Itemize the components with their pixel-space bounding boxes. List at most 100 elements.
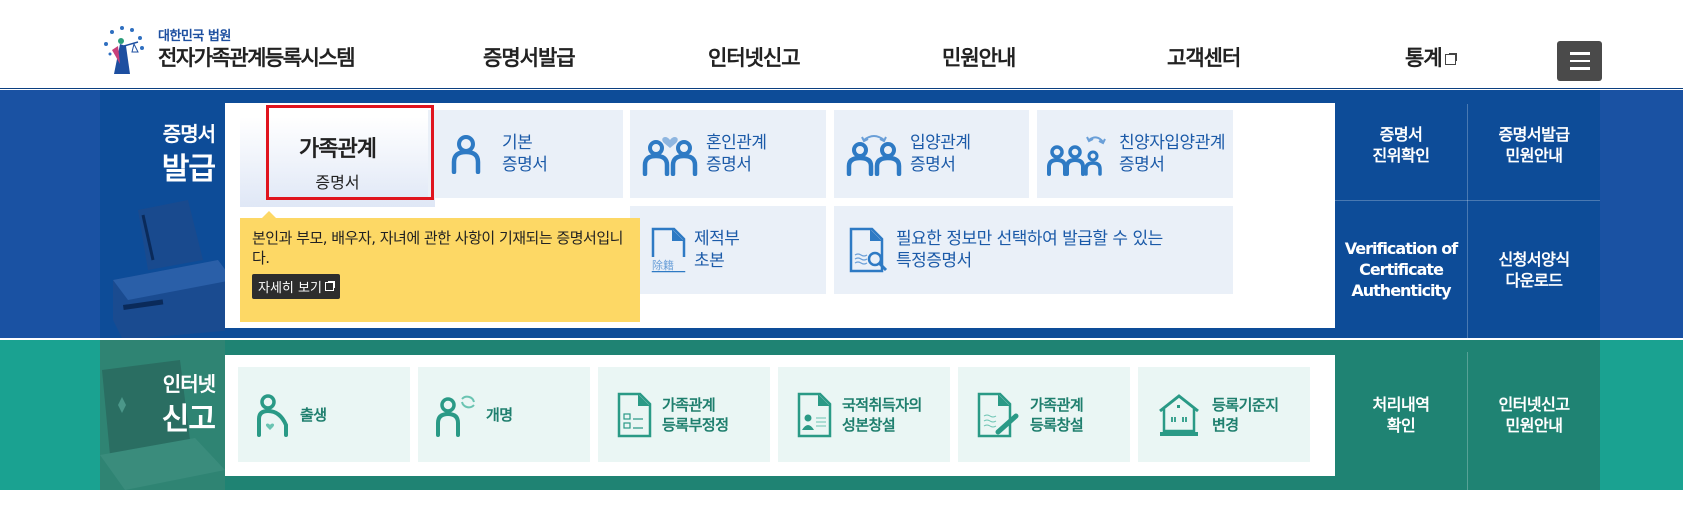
laptop-illustration-icon [100,360,225,490]
external-link-icon [1444,52,1457,65]
card-line2: 증명서 [1119,155,1165,175]
id-document-icon [797,392,832,437]
certificate-tooltip: 본인과 부모, 배우자, 자녀에 관한 사항이 기재되는 증명서입니다. 자세히… [240,211,640,322]
birth-icon [257,393,288,437]
button-line1: 처리내역 [1372,395,1430,414]
card-line1: 입양관계 [910,133,971,153]
card-line1: 가족관계 [1030,395,1084,414]
nav-certificate-issuance[interactable]: 증명서발급 [483,46,576,70]
checklist-document-icon [617,392,652,437]
button-line2: 다운로드 [1505,270,1563,290]
divider [1335,200,1600,201]
document-search-icon [849,227,888,273]
certificate-section-label: 증명서 발급 [100,90,225,338]
card-line1: 개명 [486,405,513,424]
button-line1: 인터넷신고 [1498,395,1570,414]
card-line1: 제적부 [694,229,740,249]
card-line1: 친양자입양관계 [1119,133,1225,153]
card-line1: 기본 [502,133,533,153]
card-line2: 증명서 [502,155,548,175]
section-label-line2: 발급 [161,152,216,187]
hamburger-line [1569,67,1590,70]
view-details-button[interactable]: 자세히 보기 [252,274,340,299]
nav-customer-center[interactable]: 고객센터 [1167,46,1241,70]
divider [1467,352,1468,490]
hamburger-line [1569,59,1590,63]
selected-highlight-border [266,105,434,200]
divider [1467,104,1468,338]
person-icon [451,135,481,174]
card-birth-report[interactable]: 출생 [238,367,410,462]
card-subtitle: 증명서 [315,173,360,192]
couple-heart-icon [642,136,698,176]
card-line1: 등록기준지 [1212,395,1279,414]
nav-internet-report[interactable]: 인터넷신고 [708,46,801,70]
report-section-label: 인터넷 신고 [100,340,225,490]
button-line1: 신청서양식 [1498,249,1570,269]
card-line1: 출생 [300,405,327,424]
nav-civil-guide[interactable]: 민원안내 [942,46,1016,70]
button-line2: 민원안내 [1505,146,1563,165]
card-family-relation-certificate[interactable]: 가족관계 증명서 [240,117,435,207]
printer-illustration-icon [113,200,225,338]
section-label-line1: 증명서 [162,122,216,146]
card-line1: 가족관계 [662,395,716,414]
nav-statistics[interactable]: 통계 [1405,42,1457,72]
card-line2: 초본 [694,251,725,271]
button-line1: Verification of [1344,239,1458,258]
court-emblem-icon [104,26,144,74]
internet-report-section: 인터넷 신고 출생 개명 [0,340,1683,490]
logo-subtitle: 대한민국 법원 [158,29,231,44]
document-removed-register-icon: 除籍 [650,227,686,273]
button-line2: 확인 [1386,416,1416,435]
card-line1: 국적취득자의 [842,395,922,414]
logo-title: 전자가족관계등록시스템 [158,46,356,70]
button-line1: 증명서 [1379,125,1423,144]
site-logo[interactable]: 대한민국 법원 전자가족관계등록시스템 [100,22,356,78]
button-line2: 진위확인 [1372,146,1430,165]
card-line2: 특정증명서 [896,251,972,271]
button-line3: Authenticity [1351,281,1451,300]
house-icon [1159,393,1199,436]
tooltip-description: 본인과 부모, 배우자, 자녀에 관한 사항이 기재되는 증명서입니다. [252,229,623,267]
document-pen-icon [977,392,1019,437]
svg-text:除籍: 除籍 [652,258,674,272]
card-line2: 증명서 [910,155,956,175]
card-line2: 증명서 [706,155,752,175]
button-line2: Certificate [1359,260,1444,279]
hamburger-icon [1569,52,1590,55]
site-header: 대한민국 법원 전자가족관계등록시스템 증명서발급 인터넷신고 민원안내 고객센… [0,0,1683,89]
card-line2: 등록창설 [1030,415,1084,434]
view-details-label: 자세히 보기 [258,281,322,296]
card-line1: 필요한 정보만 선택하여 발급할 수 있는 [896,229,1163,249]
card-name-change-report[interactable]: 개명 [418,367,590,462]
card-line1: 혼인관계 [706,133,767,153]
card-title: 가족관계 [299,137,377,162]
name-change-icon [436,395,475,437]
card-line2: 등록부정정 [662,415,729,434]
section-label-line1: 인터넷 [162,372,216,396]
section-label-line2: 신고 [161,402,216,437]
card-line2: 변경 [1212,415,1239,434]
button-line1: 증명서발급 [1498,125,1570,144]
menu-button[interactable] [1557,41,1602,81]
